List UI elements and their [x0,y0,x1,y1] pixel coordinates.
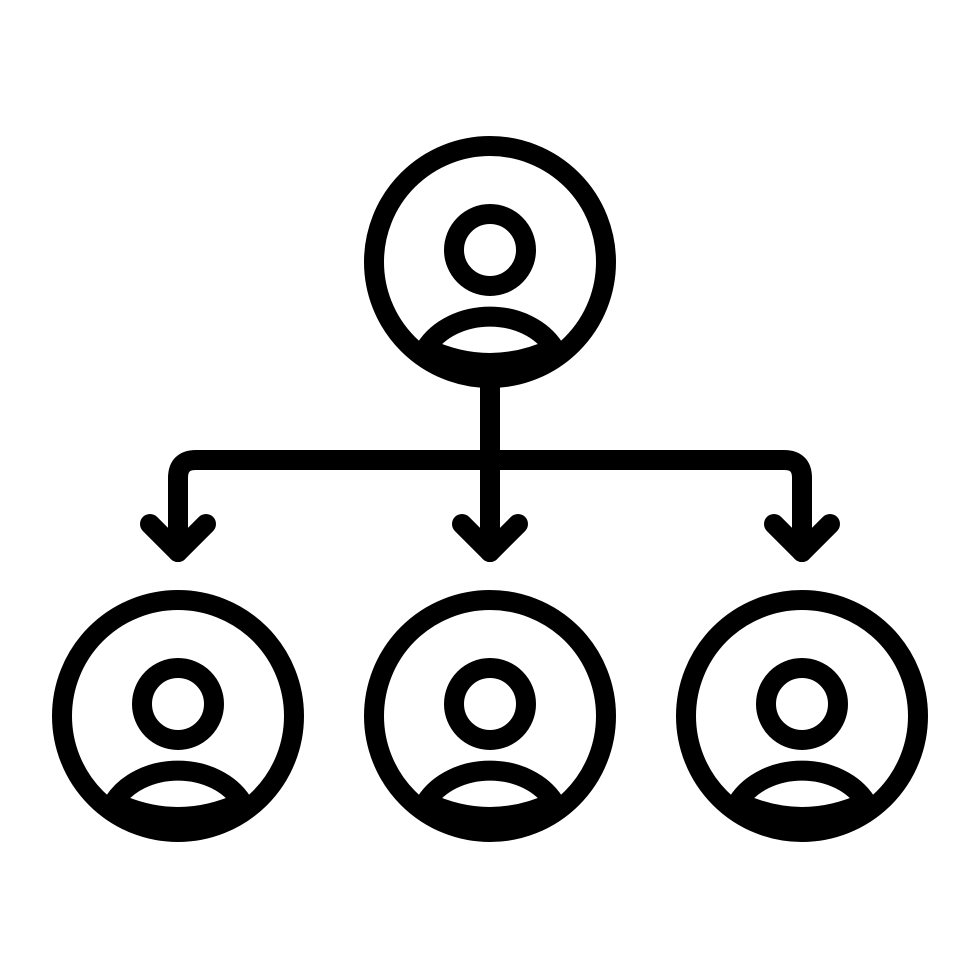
node-circle [676,590,928,842]
arrow-down-icon [140,514,216,562]
user-icon [104,658,252,827]
node-child-left [52,590,304,842]
user-icon [416,204,564,373]
node-circle [52,590,304,842]
user-icon [416,658,564,827]
arrow-left [140,514,216,562]
arrow-down-icon [764,514,840,562]
connector-branch [168,450,812,562]
arrow-down-icon [452,514,528,562]
connector [168,368,812,562]
node-circle [364,590,616,842]
arrow-center [452,514,528,562]
arrow-right [764,514,840,562]
node-top [364,136,616,388]
node-circle [364,136,616,388]
node-child-center [364,590,616,842]
user-icon [728,658,876,827]
node-child-right [676,590,928,842]
